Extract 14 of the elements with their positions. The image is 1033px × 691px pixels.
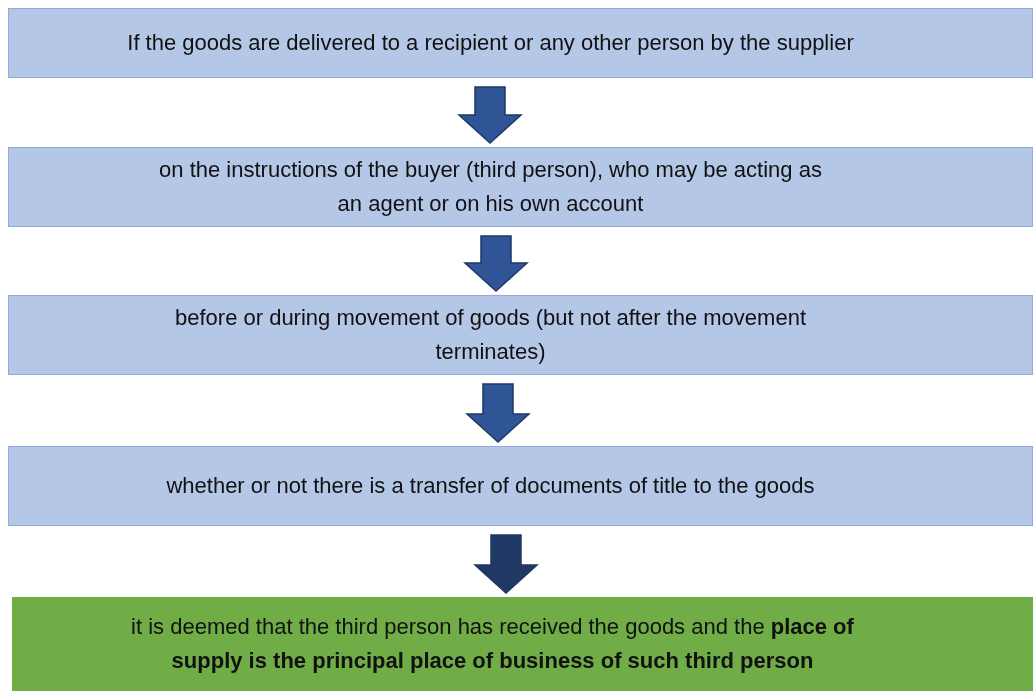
process-box xyxy=(8,446,1033,526)
down-arrow xyxy=(457,86,523,144)
down-arrow xyxy=(463,235,529,292)
process-box xyxy=(8,8,1033,78)
process-box xyxy=(12,597,1033,691)
process-box xyxy=(8,147,1033,227)
process-box xyxy=(8,295,1033,375)
box-text: If the goods are delivered to a recipient or any other person by the supplier xyxy=(127,28,854,57)
down-arrow xyxy=(473,534,539,594)
box-text: on the instructions of the buyer (third person), who may be acting as an agent or on his own account xyxy=(158,155,823,218)
down-arrow xyxy=(465,383,531,443)
box-text: before or during movement of goods (but not after the movement terminates) xyxy=(174,303,807,366)
box-text: whether or not there is a transfer of documents of title to the goods xyxy=(166,471,815,500)
box-text: it is deemed that the third person has received the goods and the place of supply is the principal place of business of such third person xyxy=(130,612,855,675)
